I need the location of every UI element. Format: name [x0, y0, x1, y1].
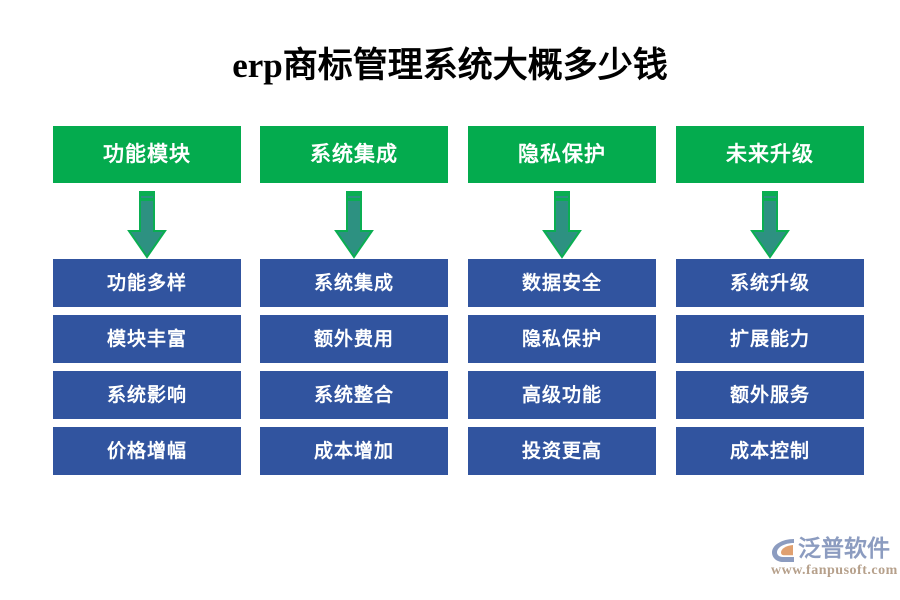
cell-label: 高级功能: [521, 384, 602, 406]
cell-label: 投资更高: [521, 440, 602, 462]
cell-label: 额外服务: [729, 384, 810, 406]
brand-logo: 泛普软件 www.fanpusoft.com: [770, 534, 897, 582]
list-item[interactable]: 额外费用: [260, 315, 448, 363]
list-item[interactable]: 系统影响: [53, 371, 241, 419]
down-arrow-icon: [334, 191, 374, 259]
fanpu-c-arc-logo-icon: [770, 537, 796, 563]
cell-label: 系统升级: [729, 272, 810, 294]
list-item[interactable]: 功能多样: [53, 259, 241, 307]
diagram-column-0: 功能模块 功能多样 模块丰富 系统影响 价格增幅: [53, 126, 241, 475]
column-header-label-2: 隐私保护: [518, 142, 606, 166]
diagram-column-2: 隐私保护 数据安全 隐私保护 高级功能 投资更高: [468, 126, 656, 475]
list-item[interactable]: 高级功能: [468, 371, 656, 419]
column-header-label-3: 未来升级: [726, 142, 814, 166]
list-item[interactable]: 额外服务: [676, 371, 864, 419]
column-header-box-1[interactable]: 系统集成: [260, 126, 448, 183]
brand-url: www.fanpusoft.com: [771, 563, 898, 578]
list-item[interactable]: 隐私保护: [468, 315, 656, 363]
column-header-box-3[interactable]: 未来升级: [676, 126, 864, 183]
brand-name: 泛普软件: [798, 536, 890, 561]
column-header-box-2[interactable]: 隐私保护: [468, 126, 656, 183]
down-arrow-icon: [542, 191, 582, 259]
list-item[interactable]: 成本控制: [676, 427, 864, 475]
cell-label: 扩展能力: [729, 328, 810, 350]
list-item[interactable]: 价格增幅: [53, 427, 241, 475]
cell-label: 隐私保护: [521, 328, 602, 350]
list-item[interactable]: 系统集成: [260, 259, 448, 307]
list-item[interactable]: 模块丰富: [53, 315, 241, 363]
down-arrow-icon: [750, 191, 790, 259]
list-item[interactable]: 系统升级: [676, 259, 864, 307]
list-item[interactable]: 投资更高: [468, 427, 656, 475]
list-item[interactable]: 成本增加: [260, 427, 448, 475]
cell-label: 价格增幅: [106, 440, 187, 462]
cell-label: 额外费用: [313, 328, 394, 350]
column-header-label-1: 系统集成: [310, 142, 398, 166]
list-item[interactable]: 系统整合: [260, 371, 448, 419]
cell-label: 系统整合: [313, 384, 394, 406]
list-item[interactable]: 数据安全: [468, 259, 656, 307]
cell-label: 功能多样: [106, 272, 187, 294]
page-title: erp商标管理系统大概多少钱: [232, 46, 668, 85]
cell-label: 数据安全: [521, 272, 602, 294]
list-item[interactable]: 扩展能力: [676, 315, 864, 363]
cell-label: 系统集成: [313, 272, 394, 294]
diagram-column-3: 未来升级 系统升级 扩展能力 额外服务 成本控制: [676, 126, 864, 475]
column-header-box-0[interactable]: 功能模块: [53, 126, 241, 183]
diagram-matrix: 功能模块 功能多样 模块丰富 系统影响 价格增幅 系: [53, 126, 864, 475]
diagram-column-1: 系统集成 系统集成 额外费用 系统整合 成本增加: [260, 126, 448, 475]
cell-label: 系统影响: [106, 384, 187, 406]
column-header-label-0: 功能模块: [103, 142, 191, 166]
down-arrow-icon: [127, 191, 167, 259]
cell-label: 模块丰富: [106, 328, 187, 350]
cell-label: 成本控制: [729, 440, 810, 462]
cell-label: 成本增加: [313, 440, 394, 462]
